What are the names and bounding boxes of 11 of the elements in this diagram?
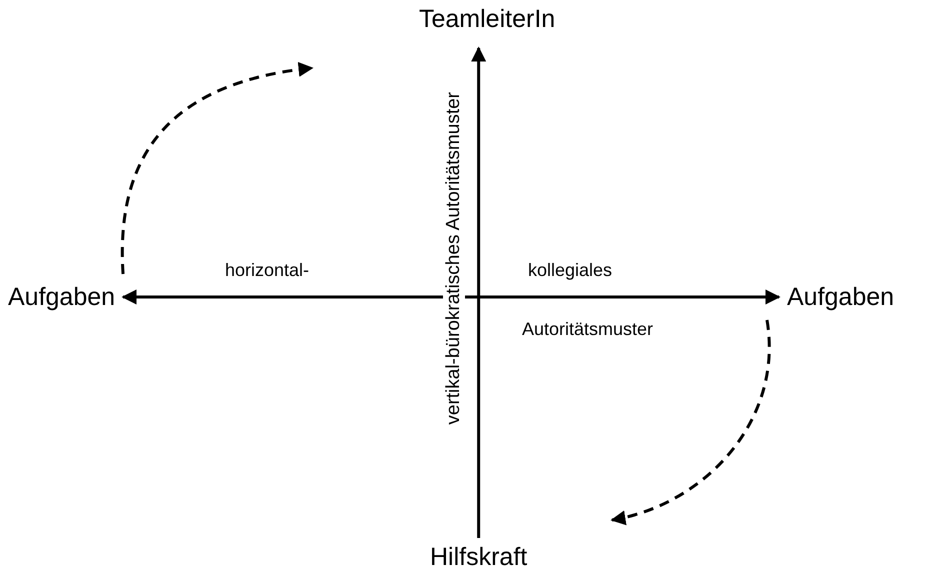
pole-label: Hilfskraft — [430, 542, 528, 572]
pole-label: TeamleiterIn — [419, 4, 556, 34]
axis-arrow — [471, 46, 486, 538]
axis-caption: vertikal-bürokratisches Autoritätsmuster — [443, 92, 465, 425]
axis-caption: Autoritätsmuster — [522, 318, 654, 340]
pole-label: Aufgaben — [787, 282, 894, 312]
axis-caption: kollegiales — [528, 259, 612, 281]
dashed-arrow — [120, 62, 314, 274]
pole-label: Aufgaben — [8, 282, 116, 312]
axis-caption: horizontal- — [225, 259, 310, 281]
axis-arrow — [122, 290, 780, 304]
